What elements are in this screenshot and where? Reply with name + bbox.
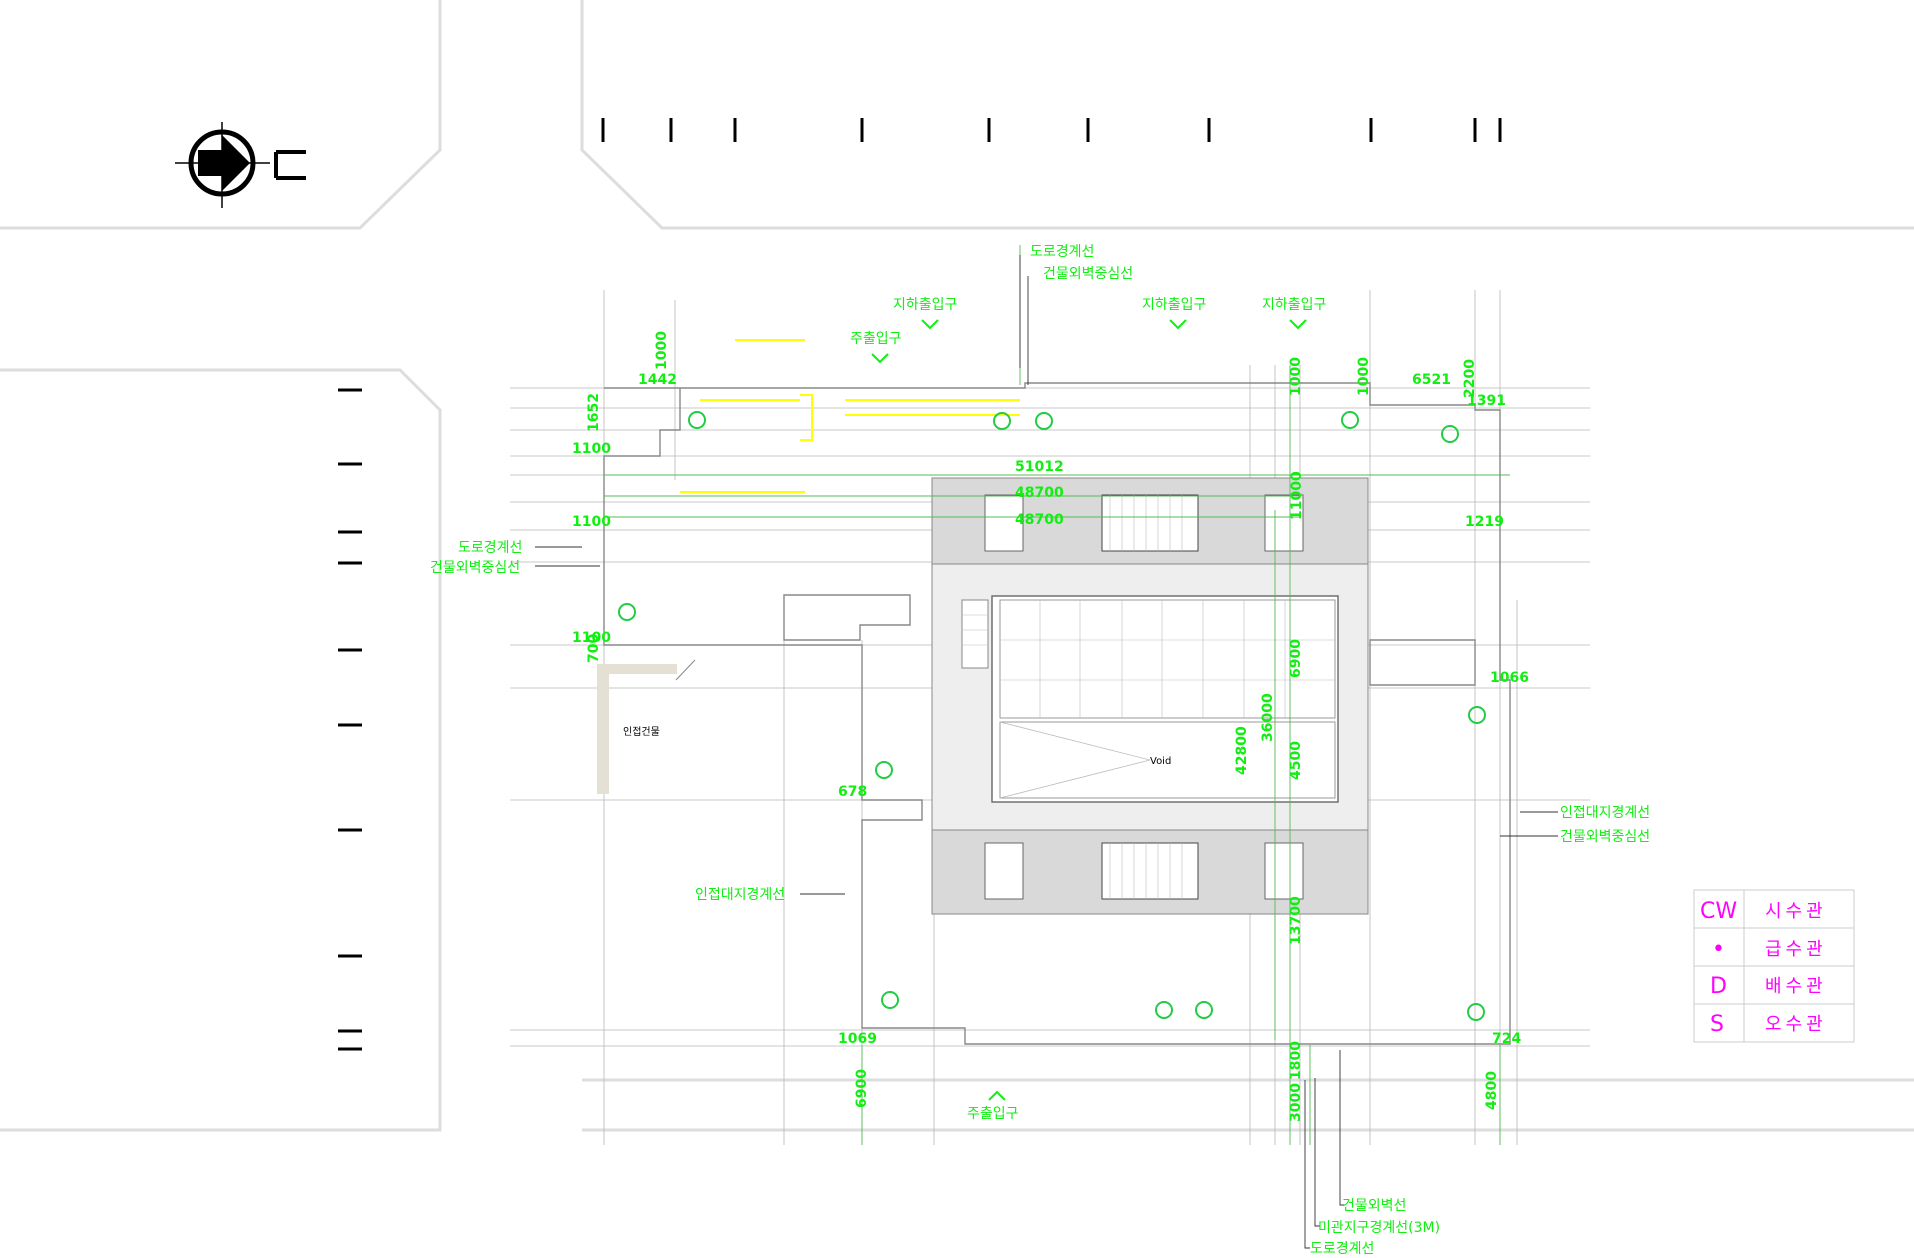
label-adjacent-lot-boundary-left: 인접대지경계선: [695, 887, 785, 903]
dim-6900: 6900: [1288, 639, 1304, 678]
dim-1100-a: 1100: [572, 441, 611, 457]
dim-13700: 13700: [1288, 896, 1304, 945]
dim-36000: 36000: [1260, 693, 1276, 742]
label-wall-center-top: 건물외벽중심선: [1043, 266, 1133, 282]
dim-724: 724: [1492, 1031, 1521, 1047]
leader-lines: [535, 255, 1558, 1249]
site-boundary: [603, 382, 1511, 1045]
adjacent-building: [597, 659, 696, 794]
dimension-lines: [604, 245, 1510, 1145]
road-outlines: [0, 0, 1914, 1132]
legend-code-sewage: S: [1710, 1012, 1724, 1037]
entrance-chevrons: [871, 319, 1307, 1101]
dim-678: 678: [838, 784, 867, 800]
dim-1100-b: 1100: [572, 514, 611, 530]
annotation-labels: 도로경계선 건물외벽중심선 지하출입구 지하출입구 지하출입구 주출입구 도로경…: [430, 244, 1650, 1257]
legend-name-cw: 시수관: [1765, 901, 1827, 922]
label-main-entrance-bottom: 주출입구: [967, 1106, 1019, 1122]
row-ticks-left: [338, 388, 362, 1051]
yellow-highlights: [680, 339, 1020, 493]
label-road-boundary-top: 도로경계선: [1030, 244, 1094, 260]
dim-1000-right: 1000: [1356, 357, 1372, 396]
dim-1391: 1391: [1467, 393, 1506, 409]
legend-name-water-supply: 급수관: [1765, 939, 1827, 960]
dim-700: 700: [586, 634, 602, 663]
dim-1069: 1069: [838, 1031, 877, 1047]
label-adjacent-building: 인접건물: [623, 726, 660, 738]
dim-48700-b: 48700: [1015, 512, 1064, 528]
dim-1000-top-left: 1000: [654, 331, 670, 370]
label-basement-entrance-2: 지하출입구: [1142, 297, 1207, 313]
tree-symbols: [618, 411, 1486, 1021]
label-basement-entrance-3: 지하출입구: [1262, 297, 1327, 313]
dim-48700-a: 48700: [1015, 485, 1064, 501]
dim-1066: 1066: [1490, 670, 1529, 686]
building-core: [931, 477, 1369, 915]
label-main-entrance-top: 주출입구: [850, 331, 902, 347]
dim-42800: 42800: [1234, 726, 1250, 775]
dim-1100-c: 1100: [572, 630, 611, 646]
dim-51012: 51012: [1015, 459, 1064, 475]
dim-6900-bottom: 6900: [854, 1069, 870, 1108]
dim-1652: 1652: [586, 393, 602, 432]
dimension-texts: 1442 1000 1000 1000 6521 2200 1391 1652 …: [572, 331, 1529, 1122]
label-setback-line: 미관지구경계선(3M): [1318, 1220, 1440, 1236]
dim-2200: 2200: [1462, 359, 1478, 398]
pipe-legend: CW 시수관 • 급수관 D 배수관 S 오수관: [1693, 889, 1855, 1043]
label-wall-center-left: 건물외벽중심선: [430, 560, 520, 576]
label-wall-center-right: 건물외벽중심선: [1560, 829, 1650, 845]
dim-1442: 1442: [638, 372, 677, 388]
label-basement-entrance-1: 지하출입구: [893, 297, 958, 313]
dim-3000: 3000: [1288, 1083, 1304, 1122]
legend-code-cw: CW: [1700, 899, 1737, 924]
label-adjacent-lot-boundary-right: 인접대지경계선: [1560, 805, 1650, 821]
label-road-boundary-left: 도로경계선: [458, 540, 522, 556]
dim-1800: 1800: [1288, 1041, 1304, 1080]
legend-code-water-supply: •: [1712, 937, 1725, 962]
dim-1219: 1219: [1465, 514, 1504, 530]
legend-name-drain: 배수관: [1765, 976, 1827, 997]
legend-code-drain: D: [1710, 974, 1727, 999]
dim-4800: 4800: [1484, 1071, 1500, 1110]
label-outer-wall: 건물외벽선: [1342, 1198, 1406, 1214]
north-arrow-icon: [175, 122, 306, 208]
dim-4500: 4500: [1288, 741, 1304, 780]
dim-11000: 11000: [1289, 471, 1305, 520]
legend-name-sewage: 오수관: [1765, 1014, 1827, 1035]
label-road-boundary-bottom: 도로경계선: [1310, 1241, 1374, 1257]
column-ticks-top: [601, 118, 1502, 142]
dim-1000-mid: 1000: [1288, 357, 1304, 396]
label-void: Void: [1150, 756, 1171, 767]
dim-6521: 6521: [1412, 372, 1451, 388]
